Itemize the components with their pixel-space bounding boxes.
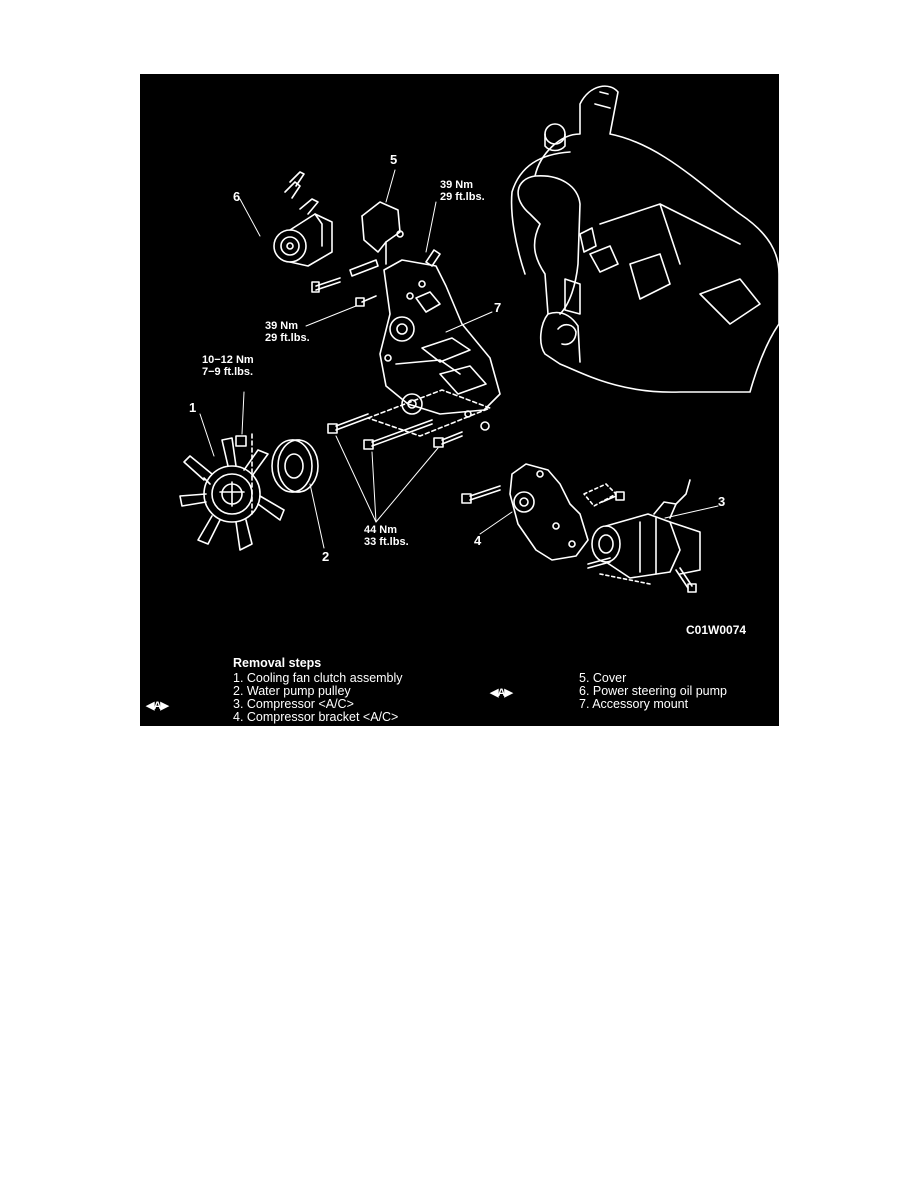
compressor — [587, 479, 701, 593]
legend-item: 5. Cover — [579, 671, 627, 685]
water-pump-pulley — [271, 439, 319, 493]
engine-block — [510, 85, 779, 393]
legend-item: 6. Power steering oil pump — [579, 684, 727, 698]
compressor-bracket — [461, 463, 625, 561]
torque-label-lower-bolts: 44 Nm 33 ft.lbs. — [364, 524, 409, 548]
callout-1: 1 — [189, 400, 197, 415]
torque-ft: 33 ft.lbs. — [364, 536, 409, 548]
legend-item: 7. Accessory mount — [579, 697, 689, 711]
fan-nut — [235, 435, 247, 447]
torque-label-upper-right: 39 Nm 29 ft.lbs. — [440, 179, 485, 203]
legend-right-list: 5. Cover 6. Power steering oil pump 7. A… — [579, 672, 727, 711]
legend-left-list: 1. Cooling fan clutch assembly 2. Water … — [233, 672, 403, 724]
cooling-fan — [179, 437, 285, 551]
diagram-artwork — [179, 85, 779, 593]
service-mark-left: ◀A▶ — [146, 700, 169, 712]
legend-item: 3. Compressor <A/C> — [233, 697, 354, 711]
torque-label-mid-left: 39 Nm 29 ft.lbs. — [265, 320, 310, 344]
callout-2: 2 — [322, 549, 330, 564]
torque-ft: 29 ft.lbs. — [440, 191, 485, 203]
legend-item: 2. Water pump pulley — [233, 684, 351, 698]
leader-lines — [199, 169, 719, 549]
legend-item: 1. Cooling fan clutch assembly — [233, 671, 403, 685]
power-steering-oil-pump — [273, 171, 333, 267]
torque-nm: 44 Nm — [364, 524, 398, 536]
torque-nm: 39 Nm — [440, 179, 474, 191]
bolts-lower — [327, 413, 463, 450]
callout-3: 3 — [718, 494, 726, 509]
accessory-mount — [367, 259, 501, 437]
legend-title: Removal steps — [233, 656, 322, 670]
service-mark-right: ◀A▶ — [490, 687, 513, 699]
torque-label-fan-nut: 10−12 Nm 7−9 ft.lbs. — [202, 354, 254, 378]
callout-6: 6 — [233, 189, 241, 204]
callout-4: 4 — [474, 533, 482, 548]
bolts-upper — [311, 249, 441, 307]
torque-ft: 7−9 ft.lbs. — [202, 366, 254, 378]
torque-nm: 10−12 Nm — [202, 354, 254, 366]
callout-5: 5 — [390, 152, 398, 167]
torque-nm: 39 Nm — [265, 320, 299, 332]
figure-code: C01W0074 — [686, 623, 747, 637]
legend-item: 4. Compressor bracket <A/C> — [233, 710, 399, 724]
removal-diagram: 6 5 7 1 2 3 4 39 Nm 29 ft.lbs. 39 Nm 29 … — [140, 74, 779, 726]
cover — [349, 201, 404, 277]
callout-7: 7 — [494, 300, 502, 315]
torque-ft: 29 ft.lbs. — [265, 332, 310, 344]
